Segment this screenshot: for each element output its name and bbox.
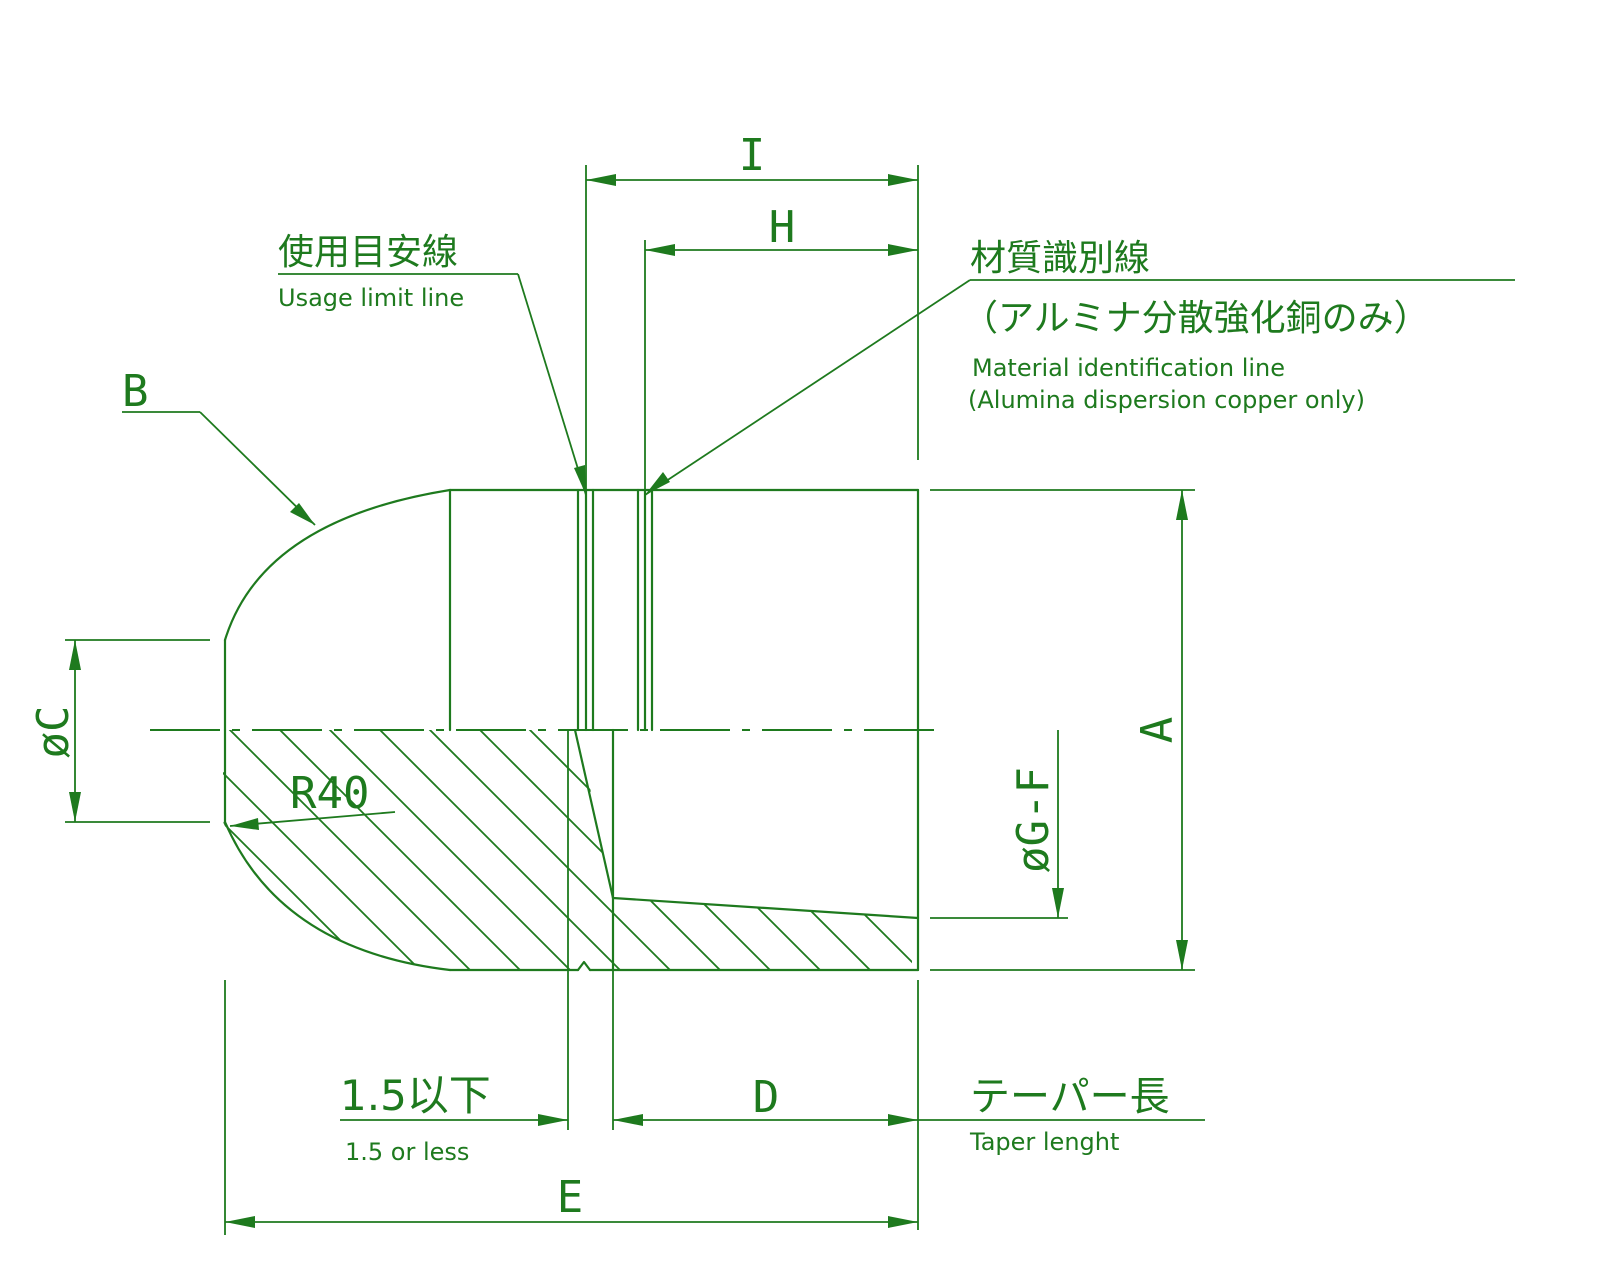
dimension-a (930, 489, 1195, 971)
label-material-jp2: （アルミナ分散強化銅のみ） (962, 298, 1430, 339)
label-material-en2: (Alumina dispersion copper only) (968, 386, 1365, 414)
label-limit-en: 1.5 or less (345, 1138, 469, 1166)
dimension-c (65, 639, 210, 823)
label-usage-jp: 使用目安線 (278, 232, 458, 273)
dimension-gf (930, 730, 1068, 919)
label-b: B (122, 366, 149, 417)
dimension-h (644, 240, 918, 490)
label-d: D (753, 1072, 780, 1123)
label-material-en: Material identification line (972, 354, 1285, 382)
r40-leader (229, 811, 396, 830)
label-c: øC (28, 706, 79, 759)
dimension-d (340, 730, 1205, 1230)
label-gf: øG-F (1008, 767, 1059, 873)
label-e: E (557, 1172, 584, 1223)
label-i: I (739, 130, 766, 181)
label-taper-jp: テーパー長 (970, 1074, 1170, 1120)
material-leader (644, 279, 1515, 496)
label-usage-en: Usage limit line (278, 284, 464, 312)
label-a: A (1132, 717, 1183, 744)
label-r40: R40 (290, 768, 369, 819)
b-leader (122, 411, 316, 526)
label-limit-jp: 1.5以下 (340, 1071, 491, 1120)
label-h: H (769, 202, 796, 253)
dimension-i (585, 165, 919, 490)
usage-limit-leader (278, 273, 587, 496)
label-taper-en: Taper lenght (969, 1128, 1119, 1156)
dimension-e (224, 980, 918, 1235)
label-material-jp: 材質識別線 (970, 238, 1150, 279)
section-hatching (223, 730, 912, 970)
